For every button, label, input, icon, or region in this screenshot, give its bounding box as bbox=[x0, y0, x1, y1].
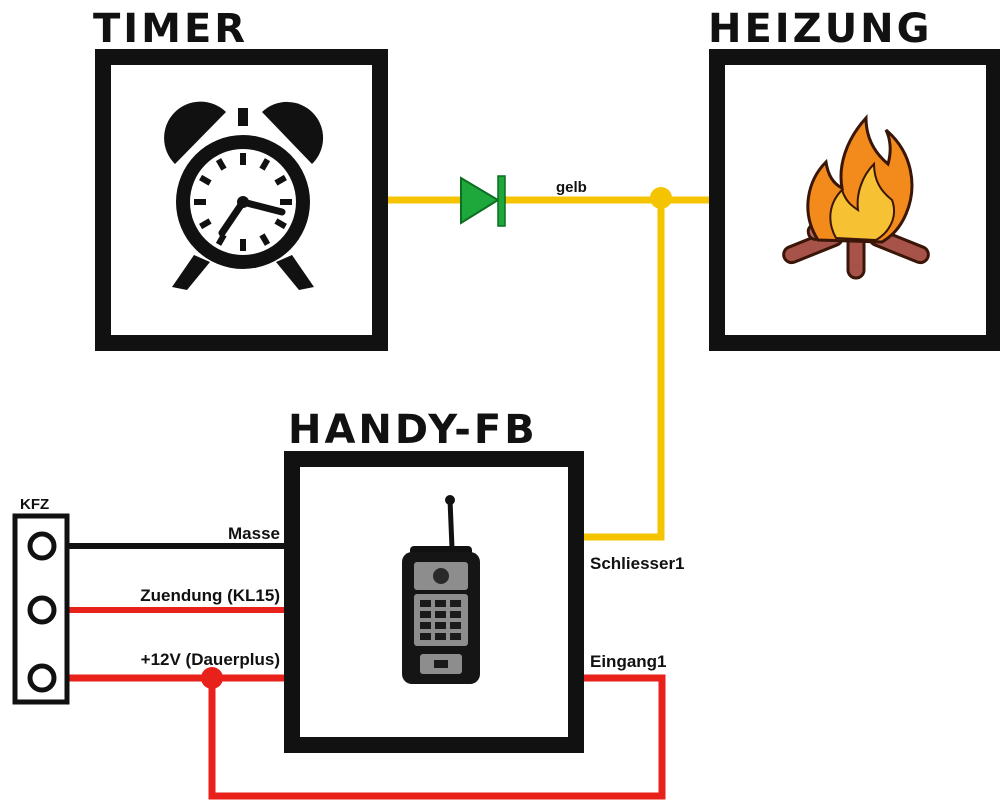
yellow-wire-schliesser bbox=[584, 200, 665, 541]
yellow-junction-dot bbox=[650, 187, 672, 209]
red-wire-eingang bbox=[208, 674, 666, 800]
heating-title: HEIZUNG bbox=[708, 6, 932, 52]
diode-icon bbox=[460, 175, 506, 227]
wires bbox=[42, 187, 710, 800]
wire-label-dauerplus: +12V (Dauerplus) bbox=[141, 650, 280, 669]
mobile-phone-icon bbox=[402, 495, 480, 684]
terminal-masse bbox=[27, 531, 57, 561]
wire-label-gelb: gelb bbox=[556, 179, 587, 196]
terminal-zuendung bbox=[27, 595, 57, 625]
terminal-dauerplus bbox=[27, 663, 57, 693]
alarm-clock-icon bbox=[164, 101, 324, 290]
remote-box bbox=[284, 451, 584, 753]
wire-label-eingang: Eingang1 bbox=[590, 652, 667, 671]
timer-title: TIMER bbox=[93, 6, 248, 52]
remote-title: HANDY-FB bbox=[288, 407, 538, 453]
wire-label-schliesser: Schliesser1 bbox=[590, 554, 685, 573]
fire-icon bbox=[782, 114, 930, 280]
wire-label-zuendung: Zuendung (KL15) bbox=[140, 586, 280, 605]
connector-label: KFZ bbox=[20, 496, 49, 513]
wire-label-masse: Masse bbox=[228, 524, 280, 543]
